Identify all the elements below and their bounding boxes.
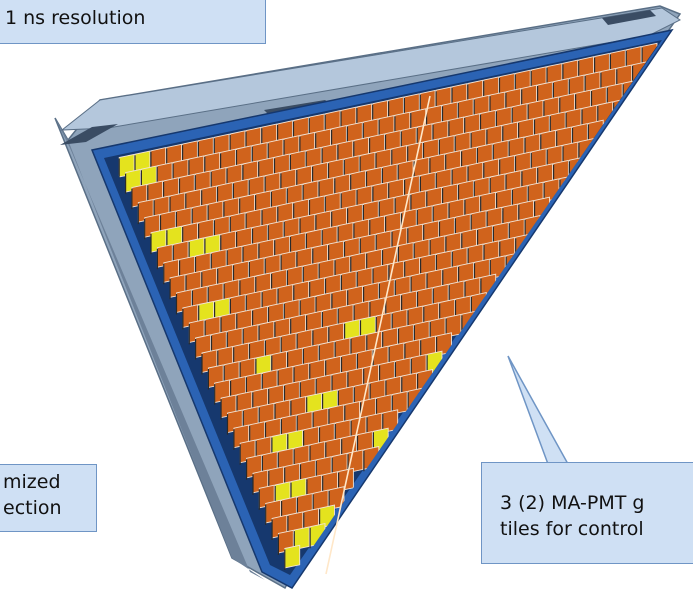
- callout-optimized-line2: ection: [3, 497, 62, 519]
- top-rail-slot-left: [60, 124, 118, 145]
- callout-mapmt-line1: 3 (2) MA-PMT g: [500, 492, 645, 514]
- callout-pointer: [507, 355, 570, 465]
- callout-mapmt-line2: tiles for control: [500, 518, 644, 540]
- callout-mapmt-tiles: 3 (2) MA-PMT g tiles for control: [481, 462, 693, 564]
- callout-optimized-line1: mized: [3, 471, 61, 493]
- top-rail-slot-right: [602, 10, 656, 25]
- callout-resolution: 1 ns resolution: [0, 0, 266, 44]
- guide-line: [325, 95, 431, 575]
- mapmt-tile: [284, 544, 301, 569]
- callout-optimized-detection: mized ection: [0, 464, 97, 532]
- callout-resolution-text: 1 ns resolution: [5, 7, 146, 29]
